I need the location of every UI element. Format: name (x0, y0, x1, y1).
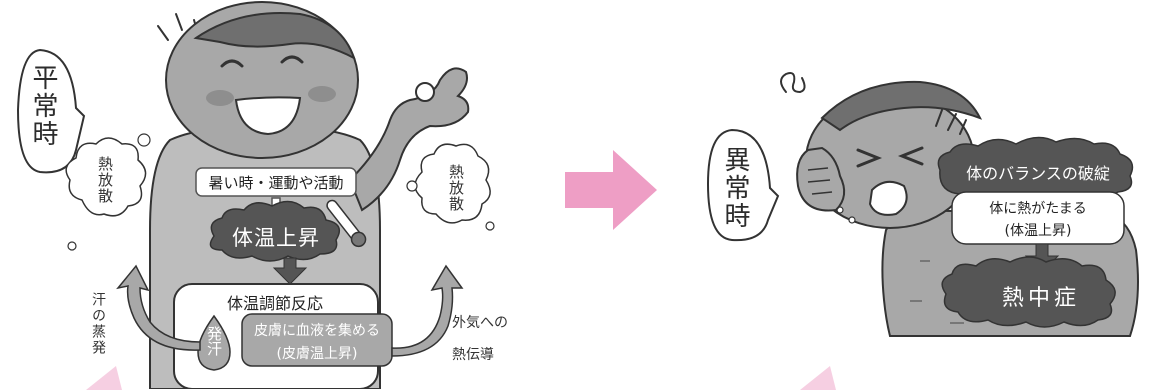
skin-temp-rise-label: (皮膚温上昇) (276, 346, 358, 362)
trigger-label: 暑い時・運動や活動 (208, 174, 344, 192)
heatstroke-cloud (941, 256, 1116, 328)
right-eye (280, 55, 304, 64)
abnormal-state-label: 異常時 (720, 146, 750, 230)
blood-to-skin-label: 皮膚に血液を集める (254, 323, 380, 339)
body-temp-rise-label: 体温上昇 (232, 226, 320, 250)
body-temp-rise-paren-label: (体温上昇) (1004, 223, 1072, 239)
conduction-arrow (391, 264, 464, 357)
down-arrow-icon (272, 257, 308, 285)
bottom-pink-accent-left (86, 366, 122, 390)
thermoregulation-label: 体温調節反応 (226, 294, 323, 313)
heat-release-left-label: 熱放散 (96, 156, 114, 204)
left-eye (220, 59, 244, 68)
right-cheek (308, 86, 336, 102)
conduction-label-line2: 熱伝導 (452, 347, 494, 363)
left-heat-cloud (65, 137, 147, 217)
smiling-mouth (234, 96, 302, 136)
ok-sign-icon (415, 82, 435, 102)
right-panel: 異常時 体のバランスの破綻 体に熱がたまる (体温上昇) 熱中症 (690, 0, 1158, 389)
heat-accumulates-label: 体に熱がたまる (989, 201, 1087, 217)
hair (193, 12, 356, 61)
heat-release-right-label: 熱放散 (447, 164, 465, 212)
speech-bubble (706, 128, 780, 242)
balance-collapse-label: 体のバランスの破綻 (966, 164, 1110, 183)
dizzy-squiggle-icon (780, 72, 806, 94)
normal-state-illustration (16, 1, 495, 389)
heatstroke-label: 熱中症 (1001, 286, 1080, 311)
open-mouth (868, 180, 908, 216)
left-panel: 平常時 熱放散 熱放散 暑い時・運動や活動 体温上昇 体温調節反応 発汗 皮膚に… (0, 0, 560, 389)
hand-on-head (796, 146, 846, 212)
hair (820, 80, 983, 132)
sweat-evaporation-label: 汗の蒸発 (90, 292, 106, 356)
speech-bubble (16, 48, 86, 174)
right-eye (897, 146, 924, 166)
normal-state-label: 平常時 (28, 64, 58, 148)
left-cheek (206, 90, 234, 106)
abnormal-state-illustration (706, 72, 1139, 337)
raised-arm (348, 67, 470, 212)
sweating-label: 発汗 (205, 326, 223, 356)
conduction-label-line1: 外気への (452, 315, 508, 331)
heat-lines (935, 109, 967, 135)
sweat-evap-arrow (116, 264, 201, 351)
thermometer-icon (326, 199, 367, 248)
left-eye (856, 148, 883, 168)
bottom-pink-accent-right (800, 366, 836, 390)
body-temp-cloud (209, 200, 341, 262)
right-arrow-icon (565, 150, 657, 230)
